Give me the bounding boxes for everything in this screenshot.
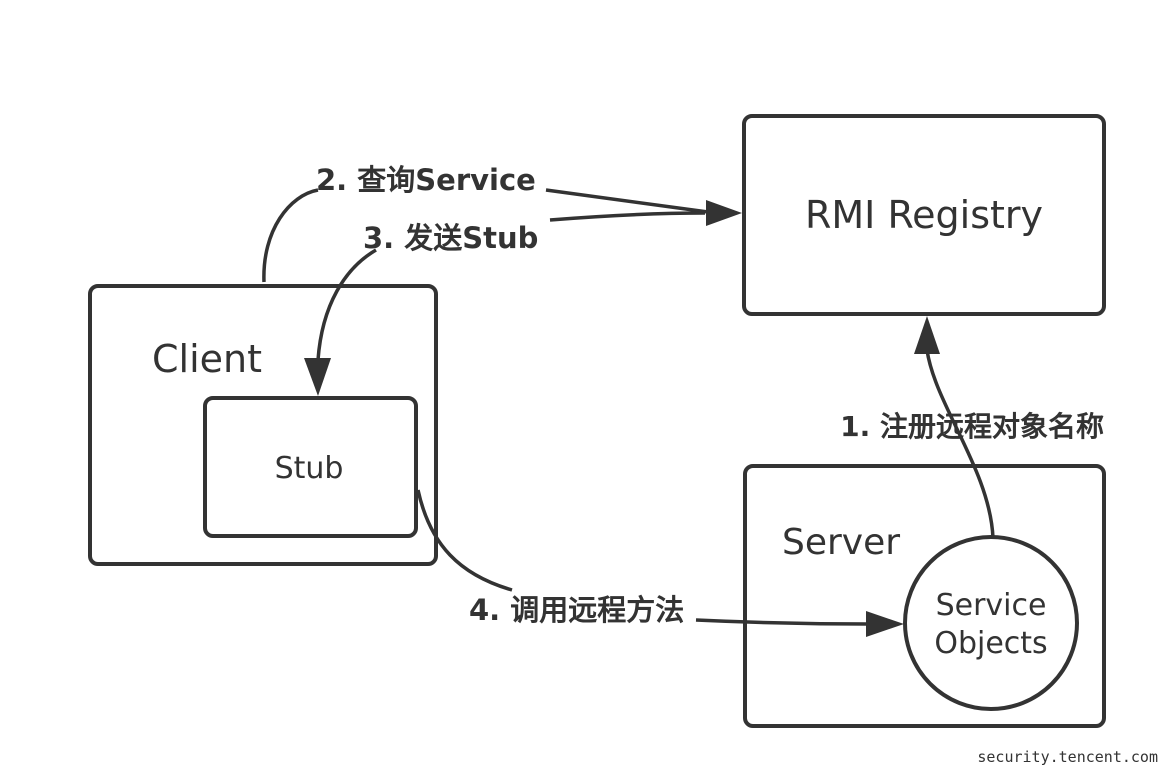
stub-box xyxy=(203,396,418,538)
client-label: Client xyxy=(152,337,262,381)
edge-send-stub-label: 3. 发送Stub xyxy=(363,221,538,255)
registry-label: RMI Registry xyxy=(805,193,1043,237)
service-objects-label-line2: Objects xyxy=(934,626,1047,661)
edge-lookup-arrowhead xyxy=(706,200,742,226)
service-objects-node: Service Objects xyxy=(903,535,1079,711)
edge-send-stub-line-start xyxy=(549,211,706,222)
edge-lookup-label: 2. 查询Service xyxy=(316,163,536,197)
watermark-text: security.tencent.com xyxy=(977,748,1158,766)
edge-register-arrowhead xyxy=(914,316,940,354)
edge-invoke: 4. 调用远程方法 xyxy=(416,489,904,637)
service-objects-circle xyxy=(903,535,1079,711)
edge-send-stub: 3. 发送Stub xyxy=(304,211,706,396)
edge-register: 1. 注册远程对象名称 xyxy=(840,316,1104,539)
edge-invoke-line-start xyxy=(416,489,513,592)
registry-box xyxy=(742,114,1106,316)
stub-node: Stub xyxy=(203,396,418,538)
edge-lookup-line-end xyxy=(545,188,709,214)
edge-invoke-label: 4. 调用远程方法 xyxy=(469,593,684,627)
edge-lookup: 2. 查询Service xyxy=(262,163,742,283)
edge-lookup-line-start xyxy=(262,188,319,283)
edge-send-stub-arrowhead xyxy=(304,358,331,396)
server-label: Server xyxy=(782,522,900,563)
edge-invoke-arrowhead xyxy=(866,611,904,637)
edge-invoke-line-end xyxy=(695,618,869,626)
stub-label: Stub xyxy=(275,451,344,486)
edge-register-label: 1. 注册远程对象名称 xyxy=(840,410,1104,443)
registry-node: RMI Registry xyxy=(742,114,1106,316)
edge-register-line xyxy=(925,349,995,539)
edge-send-stub-line-end xyxy=(316,248,377,361)
service-objects-label-line1: Service xyxy=(936,588,1047,623)
